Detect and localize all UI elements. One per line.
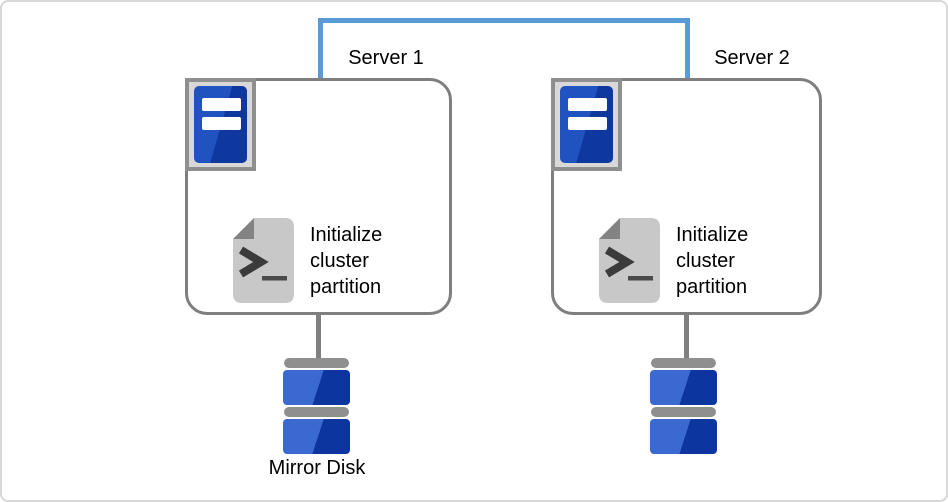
disk-platter (283, 370, 350, 405)
server-drive-bay-icon (202, 98, 241, 111)
disk-cap (284, 358, 349, 368)
script-icon (233, 218, 294, 303)
disk-cap (651, 358, 716, 368)
server1-script-caption: Initialize cluster partition (310, 224, 383, 298)
server2-script-caption: Initialize cluster partition (676, 224, 749, 298)
disk-platter (283, 419, 350, 454)
server2-label: Server 2 (714, 47, 790, 69)
server1-node: Initialize cluster partition (185, 78, 452, 315)
server-drive-bay-icon (568, 98, 607, 111)
server-drive-bay-icon (202, 117, 241, 130)
server-drive-bay-icon (568, 117, 607, 130)
server-tower-icon (560, 86, 613, 163)
disk-platter (650, 370, 717, 405)
server2-node: Initialize cluster partition (551, 78, 822, 315)
server-tower-icon (194, 86, 247, 163)
script-icon (599, 218, 660, 303)
interconnect-line (318, 18, 690, 80)
disk-icon (283, 358, 350, 454)
disk-cap (651, 407, 716, 417)
disk-cap (284, 407, 349, 417)
server1-label: Server 1 (348, 47, 424, 69)
disk-platter (650, 419, 717, 454)
disk-icon (650, 358, 717, 454)
server1-disk-connector (316, 313, 321, 359)
server2-disk-connector (684, 313, 689, 359)
server-icon (551, 78, 622, 171)
mirror-disk-label: Mirror Disk (268, 457, 366, 479)
server-icon (185, 78, 256, 171)
